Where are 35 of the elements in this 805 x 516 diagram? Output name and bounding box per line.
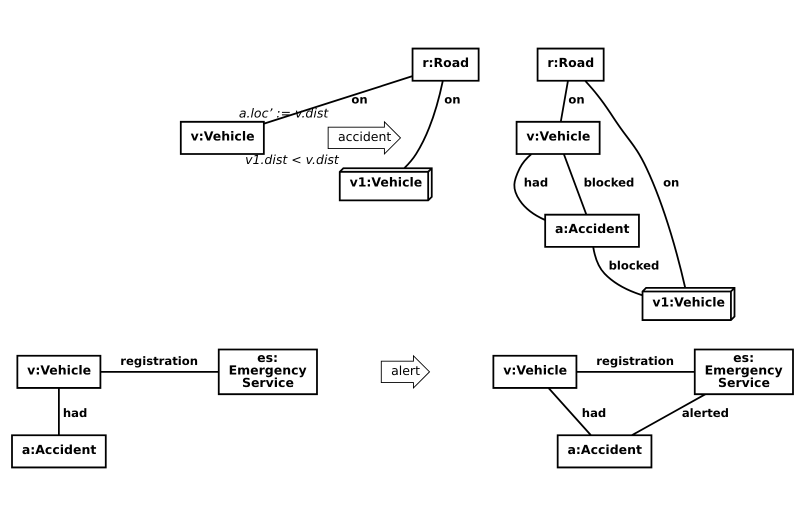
connector (100, 370, 219, 373)
node-box: r:Road (536, 48, 605, 82)
edge-label: blocked (608, 258, 660, 273)
connector (560, 80, 569, 122)
connector (631, 393, 706, 436)
connector (404, 80, 444, 169)
connector (592, 246, 643, 296)
connector (548, 388, 592, 436)
node-box: v:Vehicle (516, 120, 601, 155)
node-box: v:Vehicle (492, 354, 578, 389)
node-box: a:Accident (556, 434, 652, 468)
node-box: v:Vehicle (180, 120, 265, 155)
connector (513, 153, 546, 221)
node-box: r:Road (412, 48, 480, 82)
edge-label: had (582, 406, 606, 420)
edge-label: alerted (682, 406, 729, 420)
node-box: v:Vehicle (16, 354, 102, 389)
edge-label: on (663, 175, 680, 190)
node-box: a:Accident (544, 214, 640, 248)
node-box: es: Emergency Service (218, 348, 318, 396)
edge-label: registration (120, 354, 198, 368)
edge-label: blocked (584, 175, 634, 190)
connector (563, 154, 588, 215)
connector (58, 388, 60, 436)
node-box: a:Accident (11, 434, 107, 468)
node-box: es: Emergency Service (694, 348, 794, 396)
connector (584, 80, 686, 288)
connector (264, 75, 413, 124)
edge-label: on (444, 92, 461, 106)
connector (576, 370, 695, 373)
edge-label: had (62, 406, 88, 420)
edge-label: registration (596, 354, 674, 368)
edge-label: had (524, 175, 548, 190)
edge-label: on (568, 92, 585, 106)
edge-label: on (351, 92, 368, 106)
